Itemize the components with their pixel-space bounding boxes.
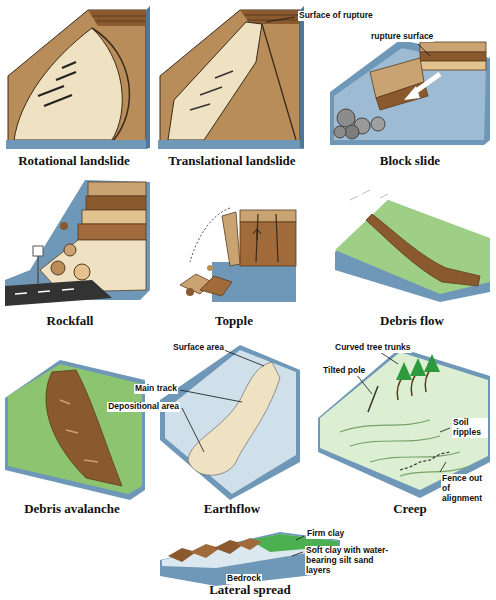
- type-caption: Block slide: [380, 154, 440, 169]
- type-caption: Debris flow: [380, 314, 444, 329]
- earthflow-illustration: [160, 345, 300, 500]
- callout-label: Soil ripples: [452, 418, 488, 438]
- callout-label: Main track: [134, 384, 178, 394]
- callout-label: Fence out of alignment: [441, 474, 493, 503]
- callout-label: Tilted pole: [322, 366, 366, 376]
- type-caption: Translational landslide: [168, 154, 295, 169]
- type-caption: Rotational landslide: [18, 154, 130, 169]
- callout-label: Soft clay with water-bearing silt sand l…: [305, 546, 399, 575]
- callout-label: rupture surface: [370, 32, 434, 42]
- type-caption: Debris avalanche: [24, 502, 120, 517]
- block-slide-illustration: [330, 40, 490, 145]
- callout-label: Surface of rupture: [298, 11, 374, 21]
- callout-label: Curved tree trunks: [334, 343, 412, 353]
- translational-landslide-illustration: [158, 6, 304, 149]
- debris-avalanche-illustration: [5, 360, 145, 500]
- type-caption: Lateral spread: [209, 583, 291, 598]
- type-caption: Topple: [215, 314, 253, 329]
- callout-label: Depositional area: [107, 402, 180, 412]
- debris-flow-illustration: [335, 190, 490, 302]
- type-caption: Earthflow: [204, 502, 260, 517]
- type-caption: Rockfall: [47, 314, 94, 329]
- rockfall-illustration: [5, 180, 150, 306]
- topple-illustration: [180, 208, 296, 302]
- callout-label: Surface area: [172, 343, 225, 353]
- type-caption: Creep: [393, 502, 427, 517]
- callout-label: Firm clay: [306, 529, 345, 539]
- rotational-landslide-illustration: [6, 6, 150, 149]
